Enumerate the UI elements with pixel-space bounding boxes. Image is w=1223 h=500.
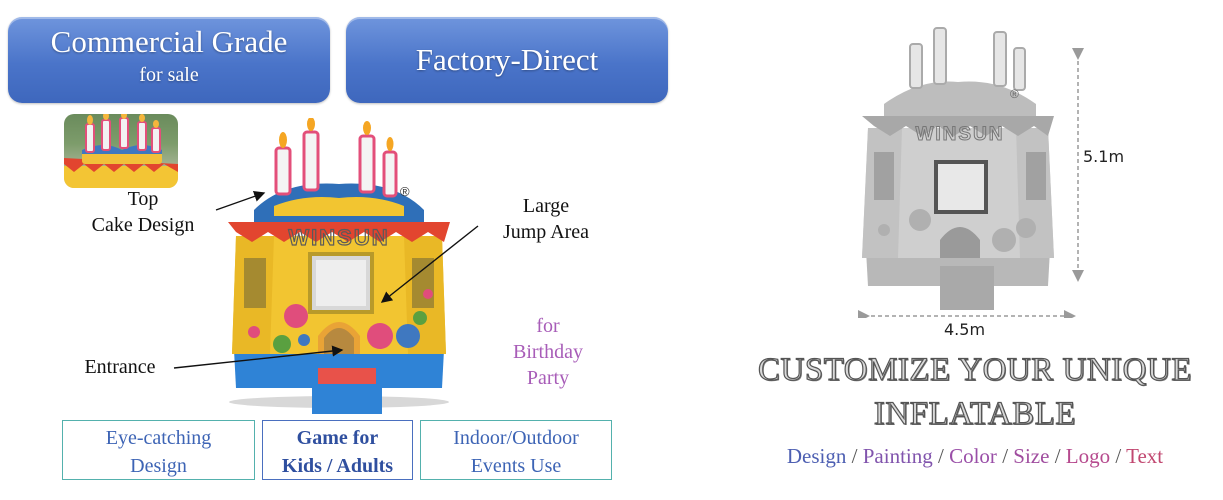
jump-area-line-1: Large bbox=[522, 195, 570, 217]
grey-registered-mark: ® bbox=[1010, 87, 1019, 101]
candles bbox=[274, 130, 398, 198]
grey-model-illustration: WINSUN ® bbox=[858, 27, 1084, 318]
option-separator: / bbox=[846, 444, 863, 468]
option-separator: / bbox=[1110, 444, 1127, 468]
callout-arrows bbox=[173, 190, 479, 369]
registered-mark: ® bbox=[400, 184, 410, 199]
feature-3-line-1: Indoor/Outdoor bbox=[453, 427, 579, 449]
option-size: Size bbox=[1013, 444, 1050, 468]
top-cake-line-2: Cake Design bbox=[91, 214, 195, 236]
width-dimension-label: 4.5m bbox=[944, 320, 986, 339]
top-cake-design-label: Top Cake Design bbox=[72, 186, 214, 238]
banner-subtitle: for sale bbox=[139, 64, 199, 86]
commercial-grade-banner: Commercial Grade for sale bbox=[8, 17, 330, 103]
feature-1-line-1: Eye-catching bbox=[105, 427, 212, 449]
option-painting: Painting bbox=[862, 444, 933, 468]
top-cake-line-1: Top bbox=[127, 188, 159, 210]
option-text: Text bbox=[1126, 444, 1164, 468]
birthday-party-label: for Birthday Party bbox=[498, 313, 598, 391]
factory-direct-banner: Factory-Direct bbox=[346, 17, 668, 103]
option-separator: / bbox=[996, 444, 1014, 468]
customize-heading-line-2: INFLATABLE bbox=[873, 395, 1077, 432]
height-dimension-label: 5.1m bbox=[1083, 147, 1125, 166]
entrance-label: Entrance bbox=[84, 356, 156, 378]
cake-top-thumbnail bbox=[64, 114, 178, 188]
cake-bounce-house-illustration: WINSUN ® bbox=[228, 118, 450, 414]
option-design: Design bbox=[786, 444, 847, 468]
winsun-logo: WINSUN bbox=[288, 225, 389, 250]
feature-eye-catching: Eye-catching Design bbox=[62, 420, 255, 480]
feature-2-line-2: Kids / Adults bbox=[281, 455, 394, 477]
option-separator: / bbox=[932, 444, 950, 468]
option-color: Color bbox=[949, 444, 997, 468]
entrance-arrow bbox=[173, 345, 344, 369]
birthday-line-3: Party bbox=[526, 367, 570, 389]
roof-bunting bbox=[228, 222, 450, 242]
grey-winsun-logo: WINSUN bbox=[915, 124, 1004, 145]
customize-heading-line-1: CUSTOMIZE YOUR UNIQUE bbox=[757, 351, 1192, 388]
banner-title: Commercial Grade bbox=[50, 24, 288, 59]
birthday-line-2: Birthday bbox=[513, 341, 583, 363]
birthday-line-1: for bbox=[536, 315, 560, 337]
large-jump-area-label: Large Jump Area bbox=[480, 193, 612, 245]
cake-top-thumbnail-image bbox=[64, 114, 178, 188]
feature-kids-adults: Game for Kids / Adults bbox=[262, 420, 413, 480]
feature-1-line-2: Design bbox=[130, 455, 187, 477]
balloon-decor bbox=[248, 289, 433, 353]
feature-indoor-outdoor: Indoor/Outdoor Events Use bbox=[420, 420, 612, 480]
option-logo: Logo bbox=[1065, 444, 1111, 468]
feature-2-line-1: Game for bbox=[296, 427, 379, 449]
jump-area-line-2: Jump Area bbox=[502, 221, 590, 243]
feature-3-line-2: Events Use bbox=[470, 455, 562, 477]
customization-options: Design / Painting / Color / Size / Logo … bbox=[740, 442, 1210, 470]
top-cake-arrow bbox=[215, 190, 266, 211]
jump-area-arrow bbox=[380, 225, 479, 303]
option-separator: / bbox=[1049, 444, 1066, 468]
